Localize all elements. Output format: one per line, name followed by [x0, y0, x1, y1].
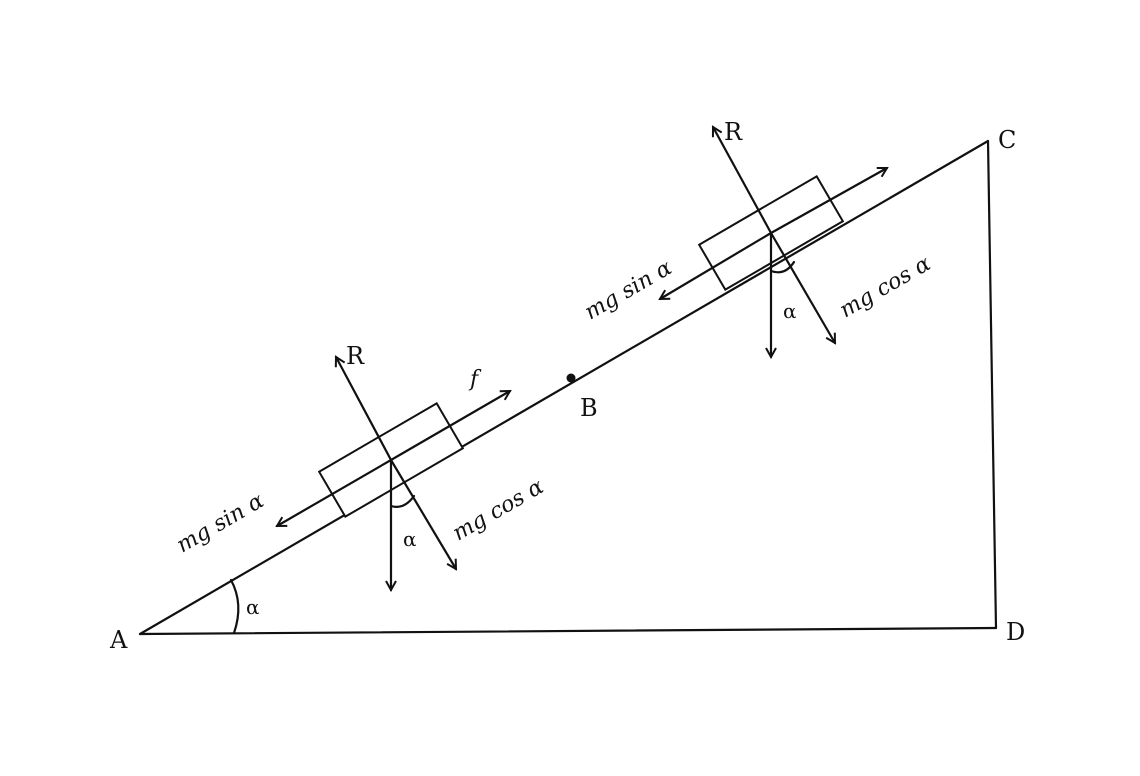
lower-parallel-label: mg sin α: [173, 488, 269, 558]
upper-perpendicular-arrow: [769, 231, 837, 343]
lower-friction-arrow: [389, 389, 510, 462]
base-angle-arc: [229, 578, 240, 635]
point-c-label: C: [998, 126, 1016, 154]
point-b-dot: [566, 373, 576, 383]
upper-angle-arc: [769, 260, 796, 274]
point-d-label: D: [1006, 618, 1025, 646]
lower-normal-arrow: [336, 357, 393, 462]
lower-block-group: R f mg sin α mg cos α α: [173, 342, 549, 590]
lower-parallel-arrow: [277, 458, 393, 528]
incline-surface: [138, 139, 990, 636]
upper-block-group: R mg sin α mg cos α α: [581, 118, 936, 357]
upper-angle-label: α: [783, 299, 797, 323]
upper-normal-label: R: [724, 118, 743, 146]
lower-perpendicular-label: mg cos α: [449, 474, 549, 546]
vertical-side: [986, 139, 998, 630]
incline-triangle: [138, 139, 998, 636]
upper-up-slope-arrow: [769, 166, 887, 235]
lower-angle-arc: [389, 494, 416, 508]
point-a-label: A: [109, 626, 128, 654]
lower-friction-label: f: [468, 367, 482, 392]
upper-parallel-label: mg sin α: [581, 255, 677, 325]
upper-parallel-arrow: [660, 231, 773, 301]
base-angle-label: α: [246, 595, 260, 619]
upper-normal-arrow: [711, 127, 773, 235]
lower-normal-label: R: [346, 342, 365, 370]
lower-perpendicular-arrow: [389, 458, 458, 569]
base-line: [138, 626, 998, 636]
upper-perpendicular-label: mg cos α: [836, 251, 936, 323]
lower-angle-label: α: [403, 527, 417, 551]
point-b-label: B: [580, 394, 598, 422]
